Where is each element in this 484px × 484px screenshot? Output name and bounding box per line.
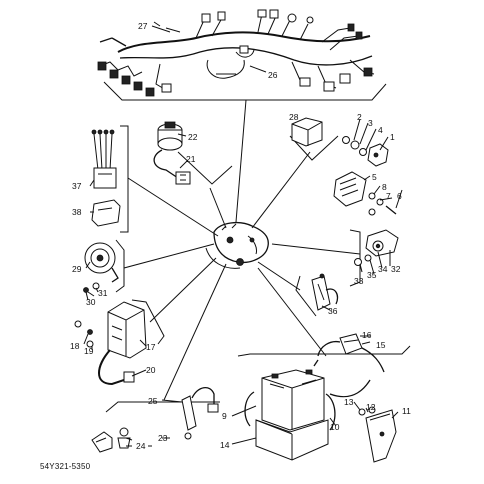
callout-3: 3: [368, 118, 373, 128]
callout-27: 27: [138, 21, 148, 31]
resistor-37: [91, 129, 117, 189]
callout-32: 32: [391, 264, 401, 274]
callout-18: 18: [70, 341, 80, 351]
callout-11: 11: [402, 406, 411, 416]
callout-ticks: [148, 437, 170, 447]
callout-4: 4: [378, 125, 383, 135]
callout-1: 1: [390, 132, 395, 142]
callout-17: 17: [146, 342, 156, 352]
callout-16: 16: [362, 330, 372, 340]
battery: [244, 369, 336, 461]
callout-14: 14: [220, 440, 230, 450]
callout-37: 37: [72, 181, 82, 191]
callout-35: 35: [367, 270, 377, 280]
callout-26: 26: [268, 70, 278, 80]
callout-21: 21: [186, 154, 196, 164]
ignition-coil: [74, 301, 147, 386]
callout-numbers: 27 26 28 22 21 2 3 4 1 5 8 7 6 37 38 29 …: [70, 21, 411, 451]
sensor-lead-25: [181, 387, 219, 440]
group-brackets: [103, 81, 411, 413]
callout-15: 15: [376, 340, 386, 350]
horn: [83, 242, 119, 297]
callout-20: 20: [146, 365, 156, 375]
callout-5: 5: [372, 172, 377, 182]
callout-leaders: [83, 25, 403, 447]
fuse-holder: [313, 333, 385, 398]
callout-33: 33: [354, 276, 364, 286]
callout-31: 31: [98, 288, 108, 298]
hardware-right-upper: [333, 136, 397, 216]
callout-7: 7: [386, 191, 391, 201]
flasher-relay: [354, 229, 399, 266]
callout-13: 13: [344, 397, 354, 407]
fittings-bottom-left: [91, 427, 131, 453]
callout-22: 22: [188, 132, 198, 142]
callout-30: 30: [86, 297, 96, 307]
ignition-switch: [153, 121, 191, 185]
callout-38: 38: [72, 207, 82, 217]
callout-12: 12: [366, 402, 376, 412]
callout-24: 24: [136, 441, 146, 451]
wire-harness: [97, 9, 375, 97]
battery-bracket: [358, 406, 397, 463]
callout-28: 28: [289, 112, 299, 122]
callout-8: 8: [382, 182, 387, 192]
callout-9: 9: [222, 411, 227, 421]
switch-36: [311, 273, 339, 311]
callout-34: 34: [378, 264, 388, 274]
callout-19: 19: [84, 346, 94, 356]
callout-25: 25: [148, 396, 158, 406]
callout-6: 6: [397, 191, 402, 201]
callout-10: 10: [330, 422, 340, 432]
diagram-code: 54Y321-5350: [40, 462, 91, 471]
relay-38: [91, 199, 121, 227]
callout-36: 36: [328, 306, 338, 316]
harness-hub: [205, 221, 269, 269]
callout-2: 2: [357, 112, 362, 122]
leader-lines-to-hub: [123, 99, 361, 401]
callout-29: 29: [72, 264, 82, 274]
relay-28: [291, 117, 323, 147]
